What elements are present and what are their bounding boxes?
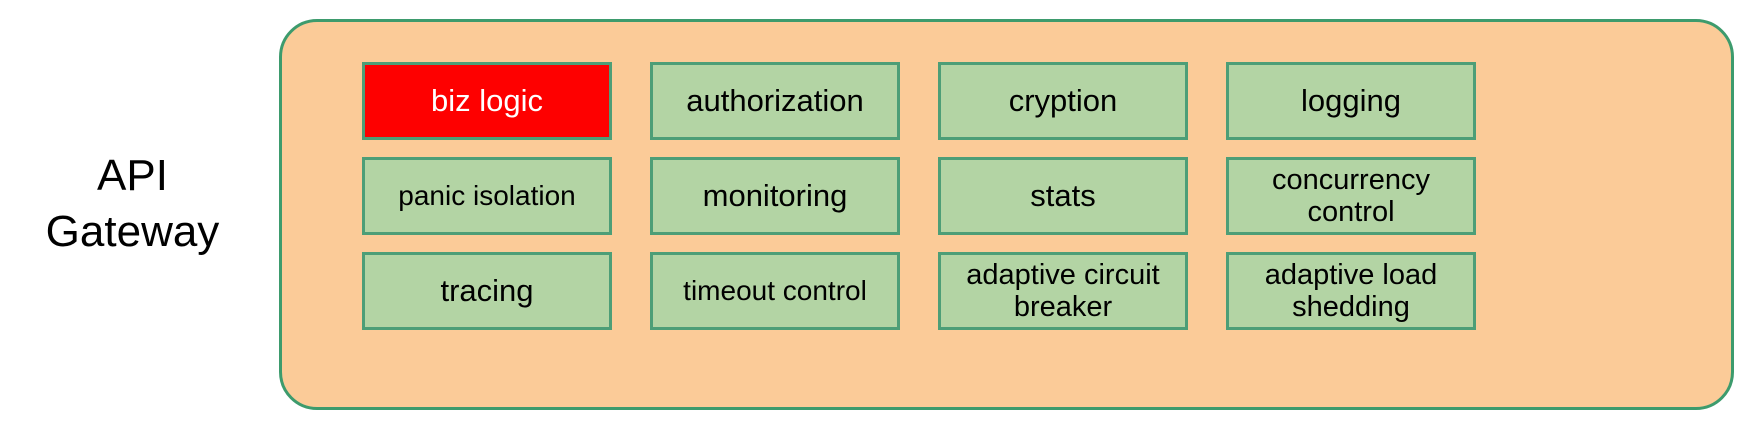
capability-box-authorization[interactable]: authorization <box>650 62 900 140</box>
capability-label: stats <box>1030 177 1096 213</box>
capability-box-cryption[interactable]: cryption <box>938 62 1188 140</box>
capability-box-adaptive-load-shedding[interactable]: adaptive load shedding <box>1226 252 1476 330</box>
capability-grid: biz logic authorization cryption logging… <box>362 62 1657 330</box>
capability-label: concurrency control <box>1272 163 1430 228</box>
capability-box-logging[interactable]: logging <box>1226 62 1476 140</box>
capability-label: tracing <box>440 272 534 308</box>
api-gateway-label: API Gateway <box>45 151 220 257</box>
capability-box-timeout-control[interactable]: timeout control <box>650 252 900 330</box>
capability-label: adaptive load shedding <box>1264 258 1438 323</box>
capability-label: adaptive circuit breaker <box>966 258 1160 323</box>
capability-box-monitoring[interactable]: monitoring <box>650 157 900 235</box>
capability-box-adaptive-circuit-breaker[interactable]: adaptive circuit breaker <box>938 252 1188 330</box>
capability-label: cryption <box>1008 82 1118 118</box>
capability-box-biz-logic[interactable]: biz logic <box>362 62 612 140</box>
api-gateway-panel: biz logic authorization cryption logging… <box>279 19 1734 410</box>
capability-box-concurrency-control[interactable]: concurrency control <box>1226 157 1476 235</box>
capability-label: biz logic <box>431 82 543 118</box>
capability-box-stats[interactable]: stats <box>938 157 1188 235</box>
capability-box-panic-isolation[interactable]: panic isolation <box>362 157 612 235</box>
capability-label: timeout control <box>683 275 867 307</box>
capability-label: monitoring <box>702 177 848 213</box>
capability-box-tracing[interactable]: tracing <box>362 252 612 330</box>
capability-label: authorization <box>686 82 864 118</box>
capability-label: panic isolation <box>398 180 576 212</box>
capability-label: logging <box>1301 82 1401 118</box>
